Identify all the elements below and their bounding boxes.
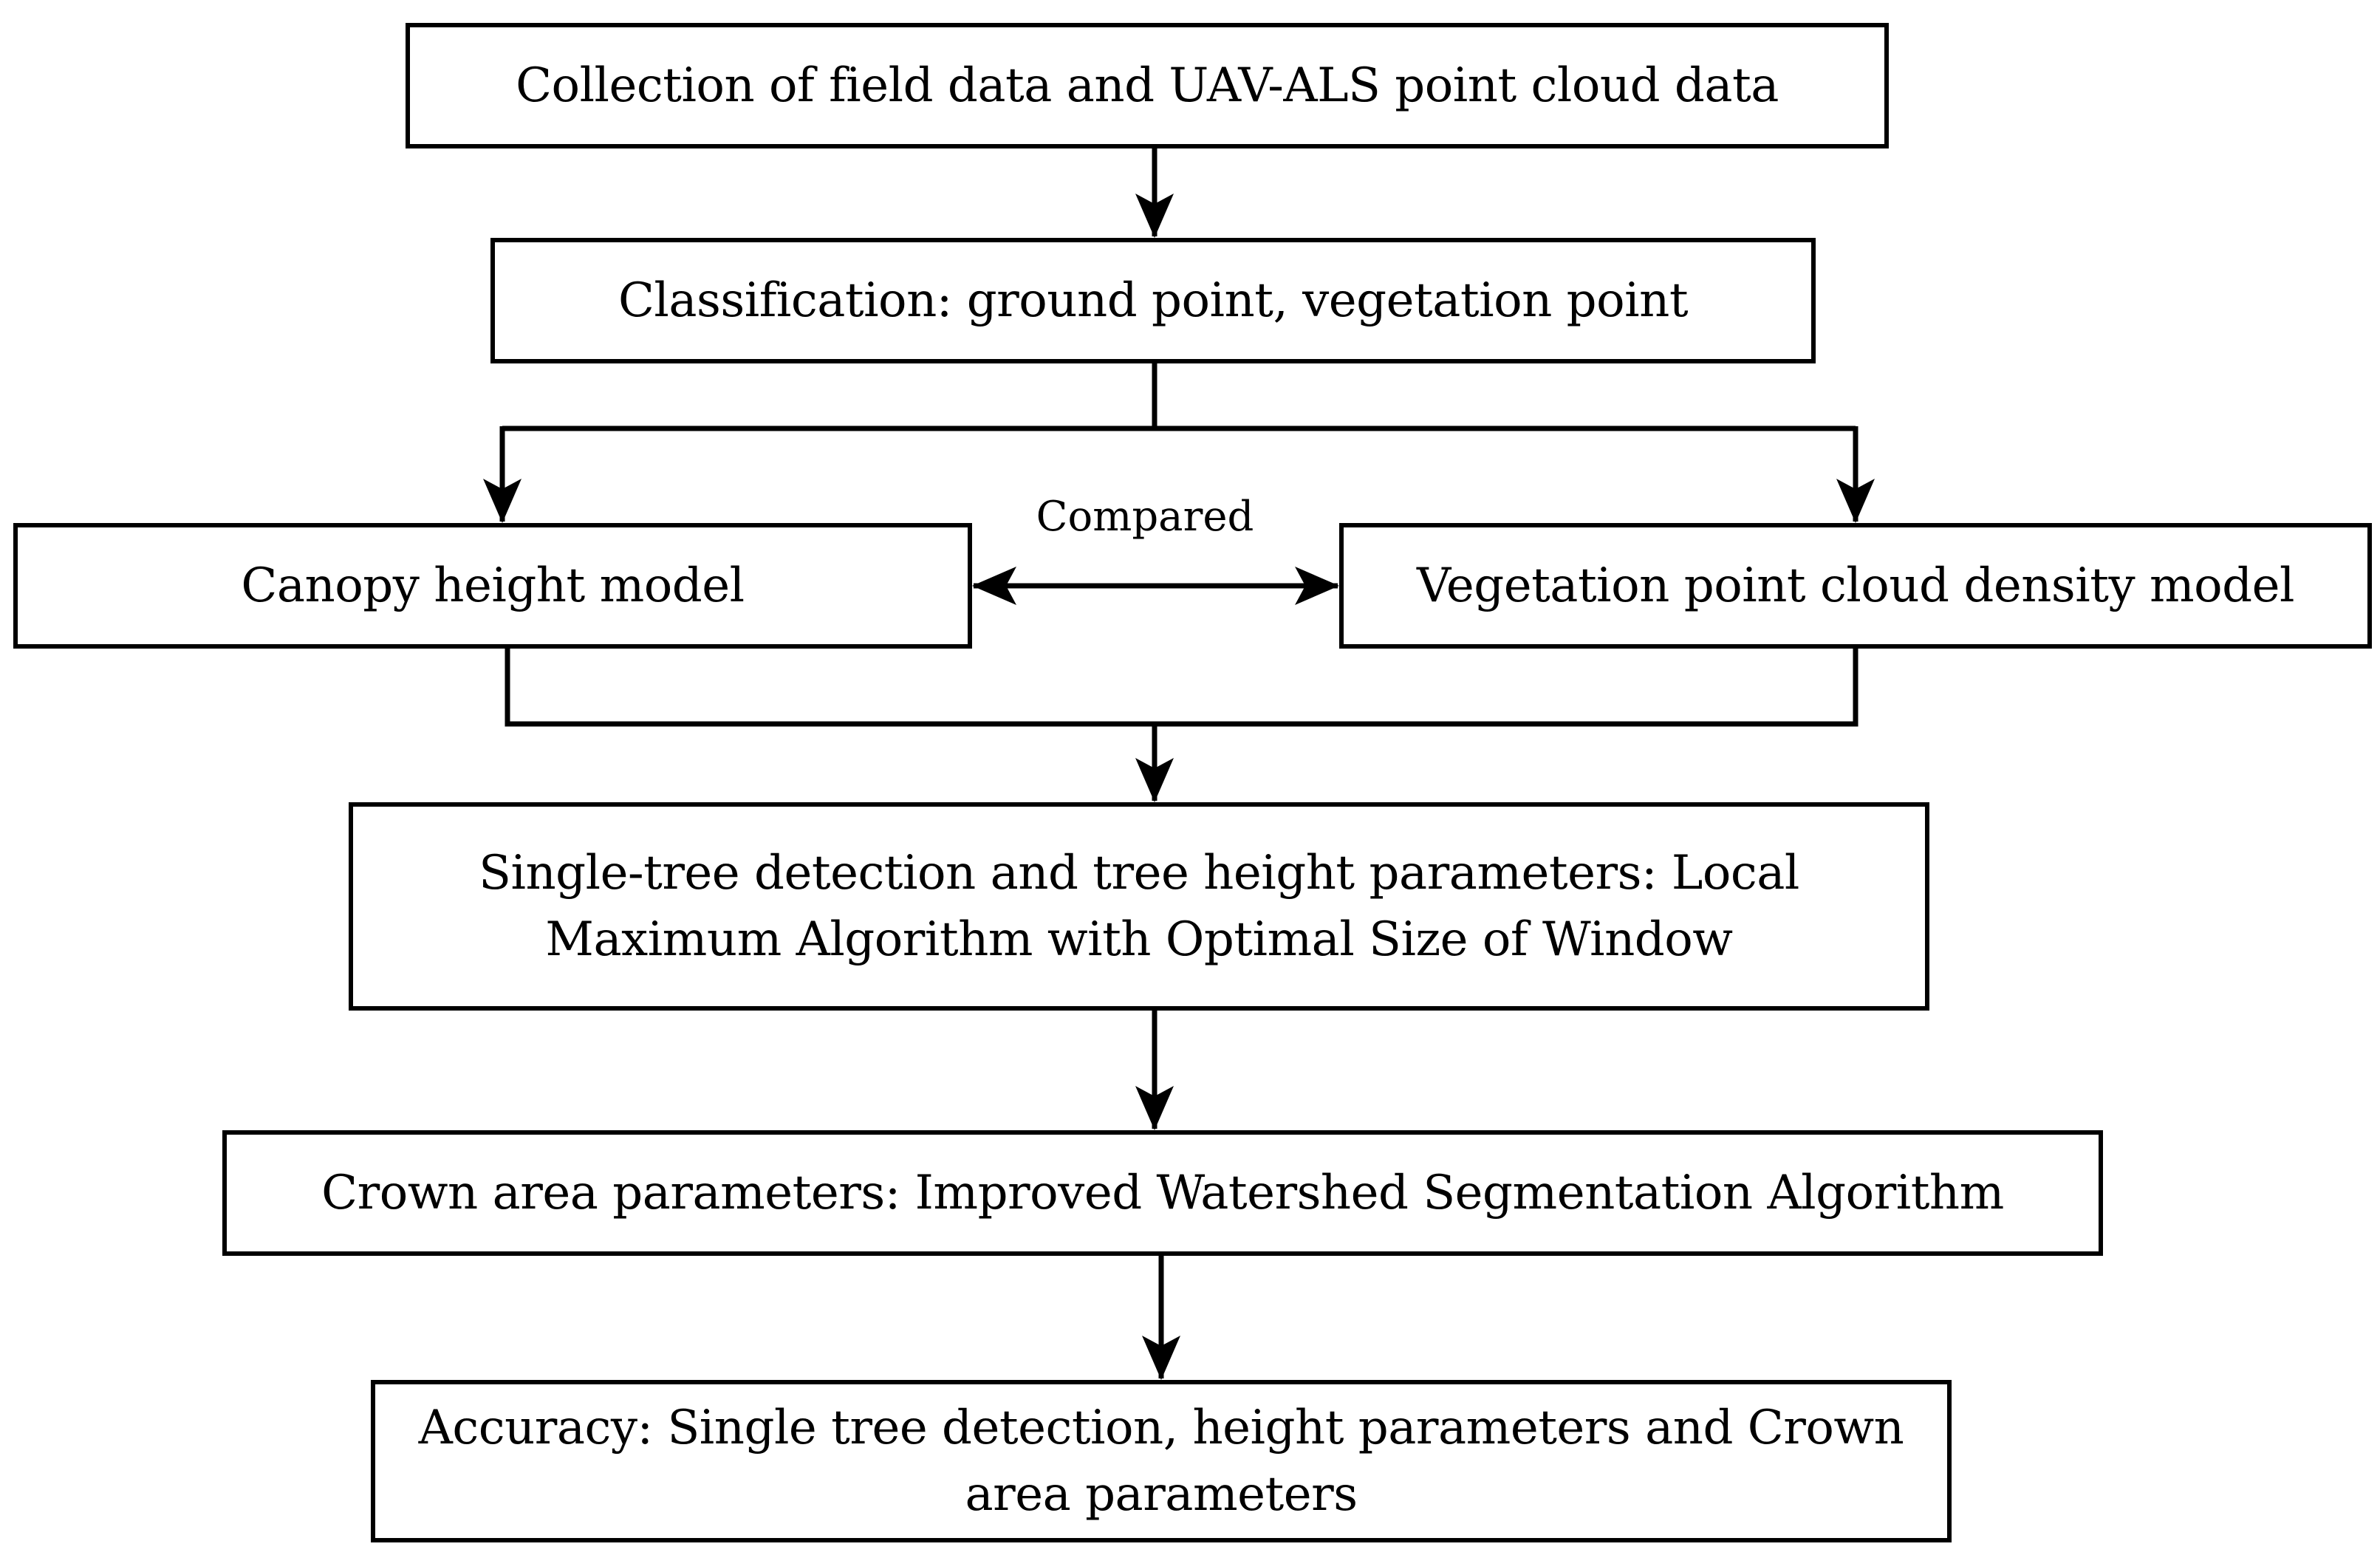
- single-tree-detection-label: Single-tree detection and tree height pa…: [479, 846, 1799, 967]
- accuracy-box: Accuracy: Single tree detection, height …: [371, 1380, 1952, 1542]
- compared-label: Compared: [1036, 493, 1254, 541]
- canopy-height-model-label: Canopy height model: [241, 558, 745, 613]
- vegetation-density-model-box: Vegetation point cloud density model: [1339, 523, 2372, 649]
- collection-box: Collection of field data and UAV-ALS poi…: [406, 23, 1889, 148]
- classification-label: Classification: ground point, vegetation…: [618, 273, 1689, 328]
- crown-area-label: Crown area parameters: Improved Watershe…: [321, 1166, 2004, 1220]
- connector-merge: [505, 649, 1858, 727]
- collection-label: Collection of field data and UAV-ALS poi…: [516, 58, 1779, 113]
- vegetation-density-model-label: Vegetation point cloud density model: [1417, 558, 2294, 613]
- classification-box: Classification: ground point, vegetation…: [490, 238, 1816, 363]
- accuracy-label: Accuracy: Single tree detection, height …: [418, 1401, 1904, 1522]
- single-tree-detection-box: Single-tree detection and tree height pa…: [349, 802, 1929, 1011]
- canopy-height-model-box: Canopy height model: [13, 523, 972, 649]
- crown-area-box: Crown area parameters: Improved Watershe…: [222, 1130, 2103, 1256]
